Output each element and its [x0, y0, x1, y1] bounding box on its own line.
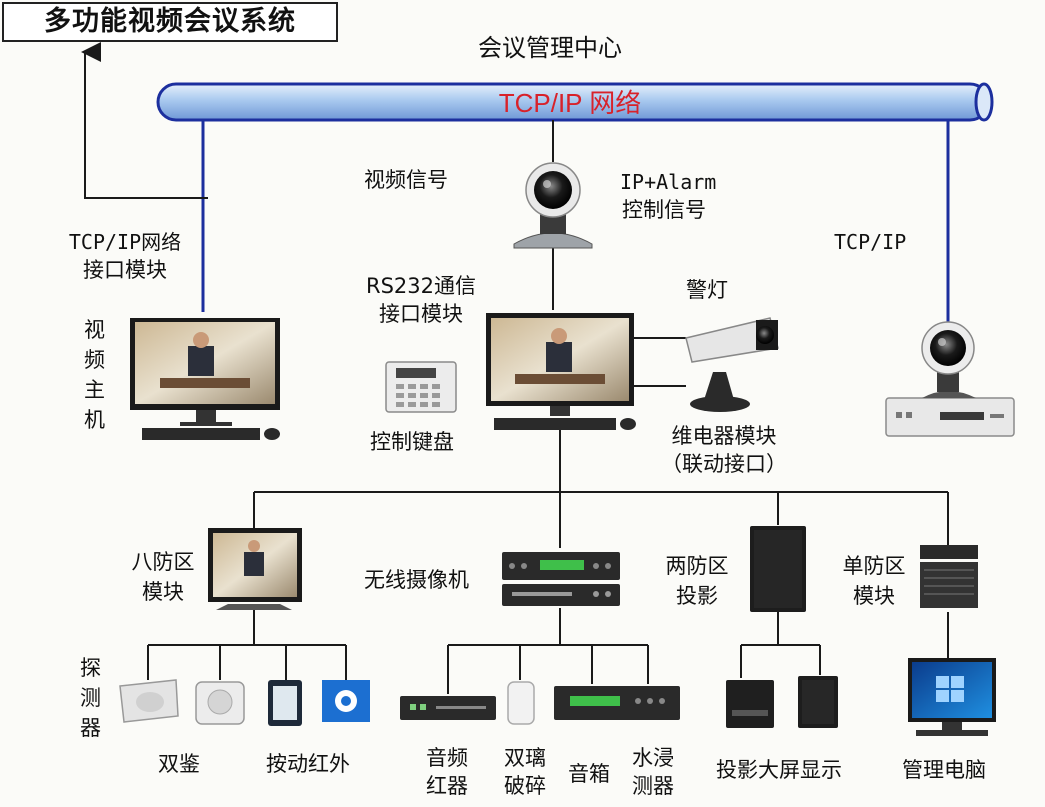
glass-break-detector-icon	[195, 681, 245, 725]
eight-zone-module-icon	[208, 528, 302, 610]
speaker-unit-icon	[554, 686, 680, 720]
dual-tech-detector-icon	[119, 679, 179, 723]
video-host-label-1: 视	[84, 318, 105, 342]
warning-light-camera-icon	[685, 317, 779, 412]
ip-alarm-label: IP+Alarm	[620, 170, 717, 194]
video-signal-label: 视频信号	[364, 168, 448, 192]
glass-break-label-1: 双璃	[504, 746, 546, 770]
control-keypad-label: 控制键盘	[370, 430, 454, 454]
audio-alarm-label-2: 红器	[426, 774, 468, 798]
control-signal-label: 控制信号	[622, 198, 706, 222]
management-pc-icon	[908, 658, 996, 736]
detector-label-2: 测	[80, 686, 101, 710]
speaker-label: 音箱	[568, 762, 610, 786]
relay-module-label-1: 维电器模块	[671, 424, 777, 448]
tcpip-network-pipe	[156, 82, 994, 122]
manual-ir-detector-icon	[268, 680, 302, 726]
tcpip-module-label-1: TCP/IP网络	[68, 230, 182, 254]
glass-break-sensor-icon	[507, 681, 535, 725]
network-drop-lines	[201, 120, 950, 322]
wireless-camera-label: 无线摄像机	[364, 568, 469, 592]
wireless-camera-unit-icon	[502, 552, 620, 606]
network-label: TCP/IP 网络	[498, 88, 642, 118]
detector-label-3: 器	[80, 716, 101, 740]
video-host-computer-icon	[130, 318, 280, 440]
single-zone-label-1: 单防区	[842, 554, 906, 578]
warning-light-label: 警灯	[686, 278, 728, 302]
manual-ir-label: 按动红外	[266, 752, 350, 776]
management-center-label: 会议管理中心	[478, 34, 622, 62]
projector-unit-icon	[726, 680, 774, 728]
video-host-label-2: 频	[84, 348, 105, 372]
video-host-label-3: 主	[84, 378, 105, 402]
video-host-label-4: 机	[84, 408, 105, 432]
management-pc-label: 管理电脑	[902, 758, 986, 782]
ptz-camera-icon	[513, 162, 593, 249]
two-zone-speaker-icon	[750, 526, 806, 612]
large-screen-speaker-icon	[798, 676, 838, 728]
single-zone-label-2: 模块	[853, 584, 895, 608]
tcpip-right-label: TCP/IP	[834, 230, 907, 254]
rs232-label-2: 接口模块	[379, 302, 463, 326]
camera-base-unit-icon	[885, 321, 1015, 437]
detector-label-1: 探	[80, 656, 101, 680]
water-sensor-label-1: 水浸	[632, 746, 674, 770]
diagram-title: 多功能视频会议系统	[2, 2, 338, 42]
tcpip-module-label-2: 接口模块	[83, 258, 167, 282]
eight-zone-label-2: 模块	[142, 580, 184, 604]
audio-alarm-device-icon	[400, 696, 496, 720]
center-computer-icon	[486, 313, 636, 430]
audio-alarm-label-1: 音频	[426, 746, 468, 770]
infrared-sensor-icon	[322, 680, 370, 722]
dual-tech-label: 双鉴	[158, 752, 200, 776]
two-zone-label-1: 两防区	[665, 554, 729, 578]
two-zone-label-2: 投影	[676, 584, 718, 608]
wiring	[81, 42, 949, 694]
single-zone-module-icon	[920, 545, 978, 608]
eight-zone-label-1: 八防区	[131, 550, 195, 574]
control-keypad-icon	[385, 361, 457, 413]
projection-display-label: 投影大屏显示	[716, 758, 842, 782]
glass-break-label-2: 破碎	[504, 774, 546, 798]
water-sensor-label-2: 测器	[632, 774, 674, 798]
relay-module-label-2: （联动接口）	[661, 452, 787, 476]
rs232-label-1: RS232通信	[365, 274, 476, 298]
